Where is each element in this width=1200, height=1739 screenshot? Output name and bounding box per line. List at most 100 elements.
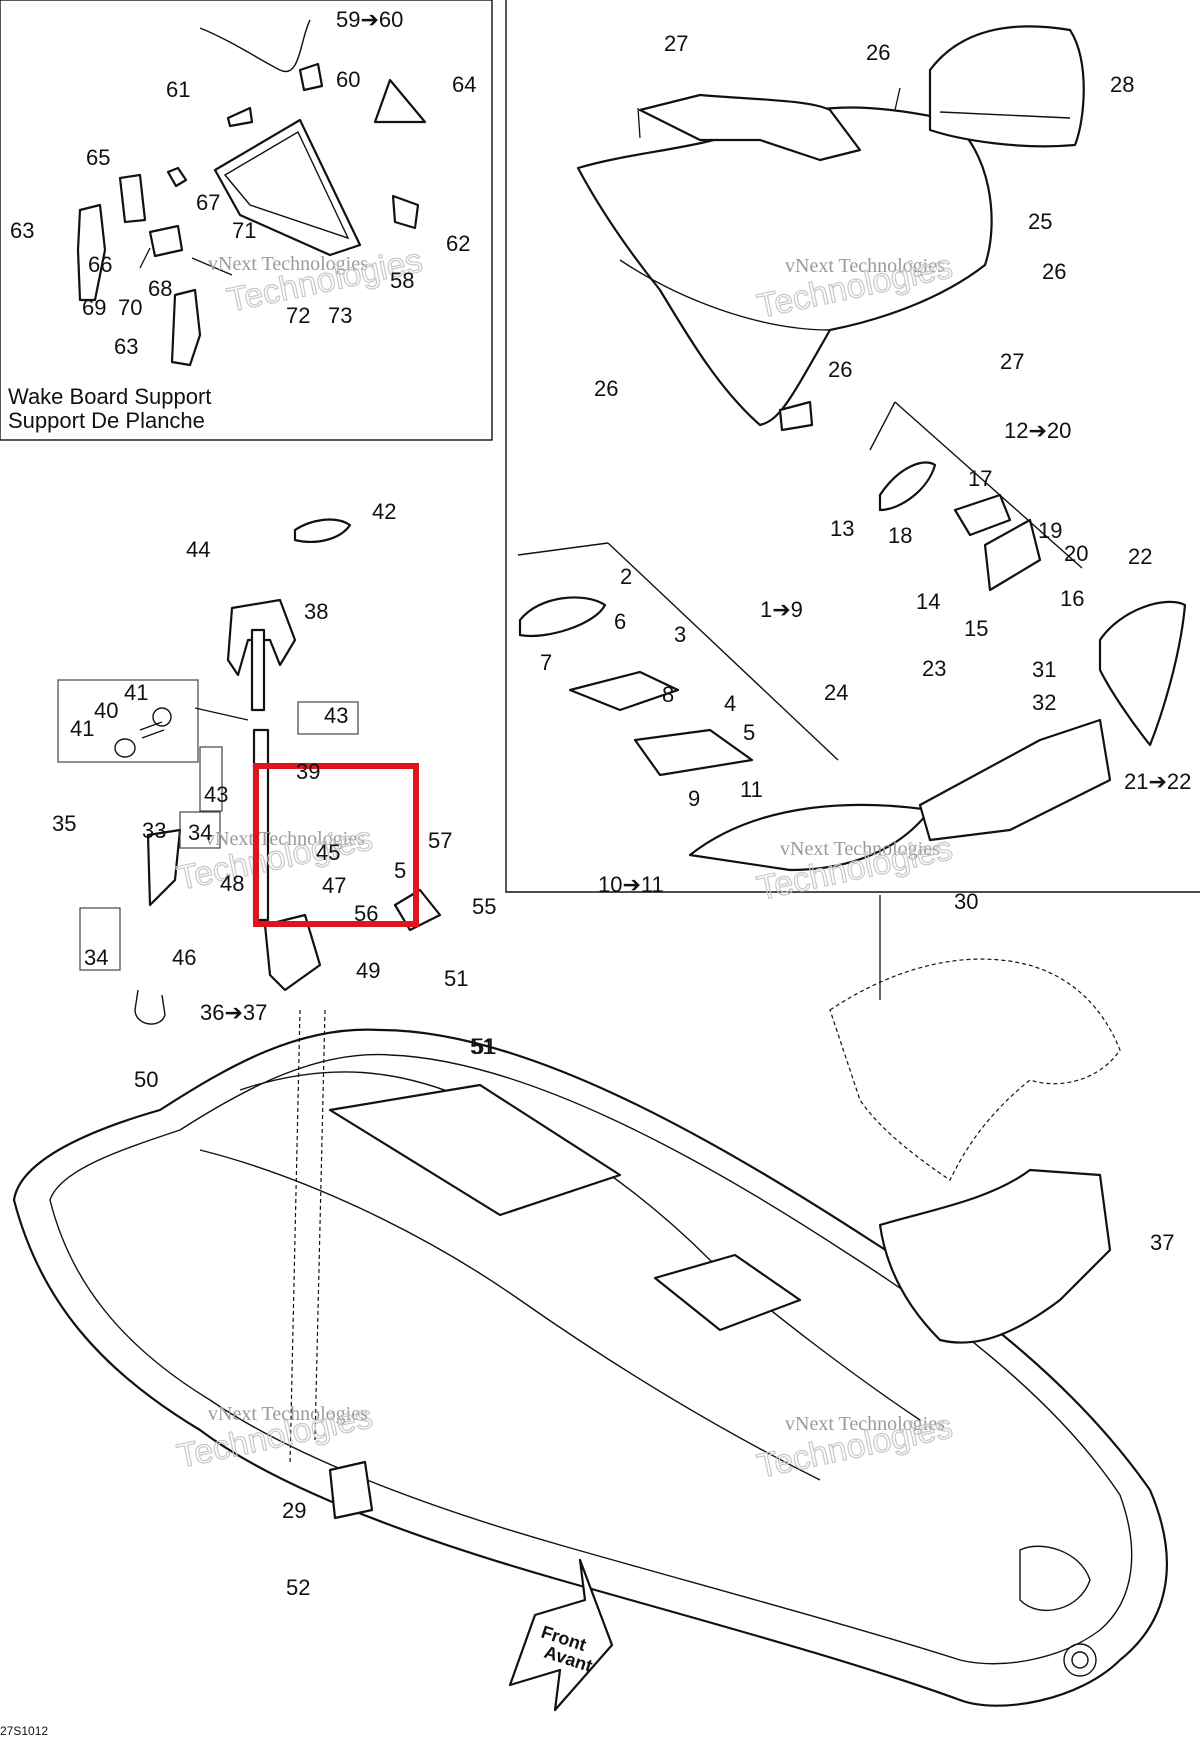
callout-label: 4 xyxy=(724,691,736,716)
callout-label: 62 xyxy=(446,231,470,256)
watermark-11: vNext Technologies xyxy=(785,1413,945,1435)
callout-label: 16 xyxy=(1060,586,1084,611)
callout-label: 63 xyxy=(10,218,34,243)
callout-label: 43 xyxy=(324,703,348,728)
callout-label: 20 xyxy=(1064,541,1088,566)
callout-label: 37 xyxy=(1150,1230,1174,1255)
callout-label: 67 xyxy=(196,190,220,215)
highlight-box xyxy=(253,763,419,927)
callout-label: 14 xyxy=(916,589,940,614)
mirror-left-group xyxy=(517,542,932,872)
callout-label: 31 xyxy=(1032,657,1056,682)
hull xyxy=(12,1009,1168,1707)
callout-label: 57 xyxy=(428,828,452,853)
callout-label: 24 xyxy=(824,680,848,705)
callout-label: 26 xyxy=(828,357,852,382)
callout-label: 34 xyxy=(84,945,108,970)
callout-label: 64 xyxy=(452,72,476,97)
inset-title-fr: Support De Planche xyxy=(8,408,205,433)
callout-label: 13 xyxy=(830,516,854,541)
callout-label: 26 xyxy=(866,40,890,65)
callout-labels: 59➔60 60 61 64 65 63 66 67 71 62 58 69 7… xyxy=(10,7,1191,1600)
callout-label: 39 xyxy=(296,759,320,784)
callout-label: 9 xyxy=(688,786,700,811)
callout-label: 41 xyxy=(70,716,94,741)
callout-label: 59➔60 xyxy=(336,7,403,32)
watermark-5: vNext Technologies xyxy=(205,828,365,850)
callout-label: 27 xyxy=(664,31,688,56)
callout-label: 26 xyxy=(594,376,618,401)
callout-label: 47 xyxy=(322,873,346,898)
callout-label: 28 xyxy=(1110,72,1134,97)
callout-label: 68 xyxy=(148,276,172,301)
callout-label: 12➔20 xyxy=(1004,418,1071,443)
callout-label: 17 xyxy=(968,466,992,491)
callout-label: 25 xyxy=(1028,209,1052,234)
callout-label: 5 xyxy=(743,720,755,745)
callout-label: 19 xyxy=(1038,518,1062,543)
callout-label: 40 xyxy=(94,698,118,723)
warning-label-icon xyxy=(373,78,427,124)
callout-label: 42 xyxy=(372,499,396,524)
callout-label: 32 xyxy=(1032,690,1056,715)
diagram-code: 27S1012 xyxy=(0,1724,48,1738)
body-side-parts xyxy=(829,895,1121,1344)
front-direction-arrow: Front Avant xyxy=(508,1558,614,1712)
callout-label: 35 xyxy=(52,811,76,836)
callout-label: 15 xyxy=(964,616,988,641)
callout-label: 69 xyxy=(82,295,106,320)
callout-label: 1➔9 xyxy=(760,597,803,622)
callout-label: 72 xyxy=(286,303,310,328)
callout-label: 27 xyxy=(1000,349,1024,374)
callout-label: 22 xyxy=(1128,544,1152,569)
callout-label: 18 xyxy=(888,523,912,548)
callout-label: 38 xyxy=(304,599,328,624)
mirror-right-group xyxy=(869,401,1187,842)
callout-label: 73 xyxy=(328,303,352,328)
wake-board-support-group xyxy=(76,19,427,367)
callout-label: 60 xyxy=(336,67,360,92)
hood-frame xyxy=(505,0,1200,893)
callout-label: 3 xyxy=(674,622,686,647)
callout-label: 36➔37 xyxy=(200,1000,267,1025)
callout-label: 63 xyxy=(114,334,138,359)
inset-frame xyxy=(0,0,493,441)
callout-label: 34 xyxy=(188,820,212,845)
callout-label: 30 xyxy=(954,889,978,914)
callout-label: 65 xyxy=(86,145,110,170)
callout-label: 46 xyxy=(172,945,196,970)
callout-label: 61 xyxy=(166,77,190,102)
callout-label: 58 xyxy=(390,268,414,293)
callout-label: 7 xyxy=(540,650,552,675)
watermark-9: vNext Technologies xyxy=(208,1403,368,1425)
callout-label: 56 xyxy=(354,901,378,926)
callout-label: 48 xyxy=(220,871,244,896)
callout-label: 21➔22 xyxy=(1124,769,1191,794)
hood-group xyxy=(576,25,1085,432)
callout-label: 71 xyxy=(232,218,256,243)
watermark-3: vNext Technologies xyxy=(785,255,945,277)
callout-label: 44 xyxy=(186,537,210,562)
watermark-1: vNext Technologies xyxy=(208,253,368,275)
callout-label: 23 xyxy=(922,656,946,681)
callout-label: 45 xyxy=(316,840,340,865)
callout-label: 33 xyxy=(142,818,166,843)
footwell-cover xyxy=(328,1083,622,1217)
inset-title-en: Wake Board Support xyxy=(8,384,211,409)
steering-column-group xyxy=(57,518,442,1025)
callout-label: 2 xyxy=(620,564,632,589)
callout-label: 5 xyxy=(394,858,406,883)
callout-label: 66 xyxy=(88,252,112,277)
callout-label: 43 xyxy=(204,782,228,807)
callout-label: 41 xyxy=(124,680,148,705)
callout-label: 26 xyxy=(1042,259,1066,284)
callout-label: 8 xyxy=(662,682,674,707)
seat-pad xyxy=(928,25,1085,148)
callout-label: 51 xyxy=(444,966,468,991)
bracket-52 xyxy=(328,1460,374,1520)
callout-label: 49 xyxy=(356,958,380,983)
callout-label: 29 xyxy=(282,1498,306,1523)
callout-label: 50 xyxy=(134,1067,158,1092)
callout-label: 55 xyxy=(472,894,496,919)
